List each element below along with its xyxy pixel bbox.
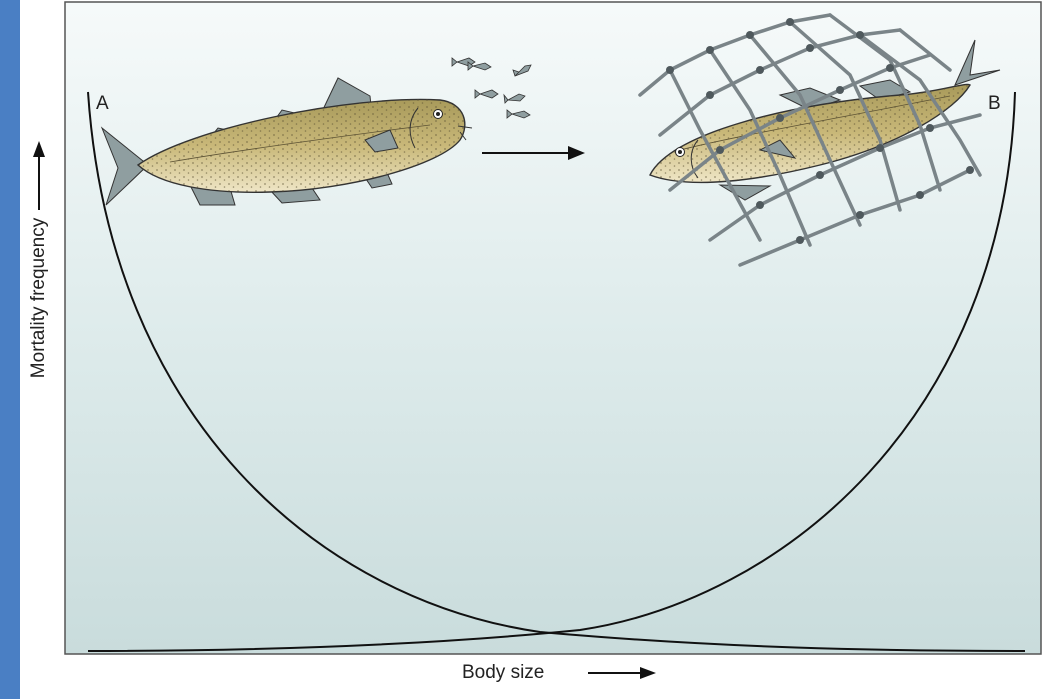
y-axis-label-wrap: Mortality frequency xyxy=(26,128,52,468)
curve-a-label: A xyxy=(96,93,109,115)
y-axis-label: Mortality frequency xyxy=(28,218,50,379)
x-axis-arrow-icon xyxy=(588,667,656,679)
curve-b-label: B xyxy=(988,93,1001,115)
diagram-canvas xyxy=(20,0,1043,699)
slide: A B Mortality frequency Body size xyxy=(20,0,1043,699)
x-axis-label: Body size xyxy=(462,662,544,684)
